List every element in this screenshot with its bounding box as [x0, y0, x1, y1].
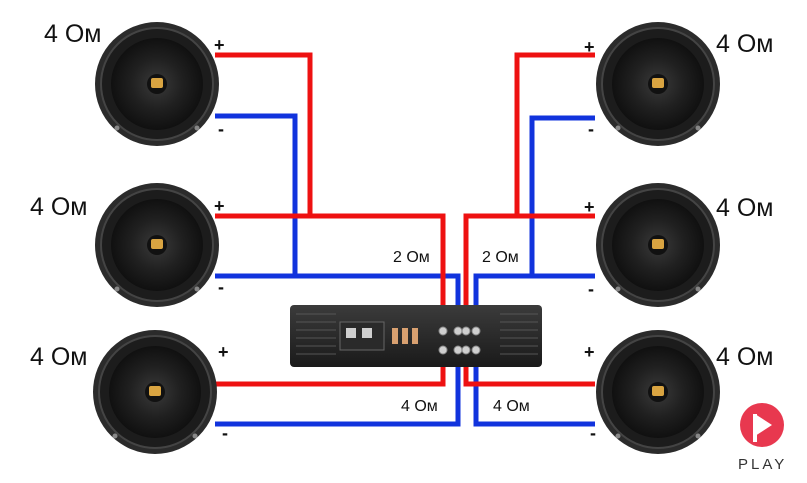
wire-neg-bottom-right — [473, 356, 595, 427]
speaker-impedance-top-left: 4 Ом — [44, 20, 102, 48]
wire-pos-top-left — [215, 52, 446, 345]
polarity-minus-mid-right: - — [588, 279, 594, 299]
left-parallel-impedance-label: 2 Ом — [393, 249, 430, 266]
polarity-plus-top-right: + — [584, 37, 595, 57]
polarity-plus-mid-left: + — [214, 196, 225, 216]
polarity-minus-bottom-right: - — [590, 423, 596, 443]
wire-neg-bottom-left — [215, 356, 461, 427]
logo-text: PLAY — [738, 456, 788, 473]
speaker-top-right — [596, 22, 720, 146]
right-single-impedance-label: 4 Ом — [493, 398, 530, 415]
speaker-mid-right — [596, 183, 720, 307]
negative-wires — [215, 113, 595, 427]
speaker-impedance-mid-left: 4 Ом — [30, 193, 88, 221]
polarity-plus-top-left: + — [214, 35, 225, 55]
speaker-impedance-top-right: 4 Ом — [716, 30, 774, 58]
polarity-minus-top-right: - — [588, 119, 594, 139]
polarity-plus-mid-right: + — [584, 197, 595, 217]
left-single-impedance-label: 4 Ом — [401, 398, 438, 415]
polarity-minus-mid-left: - — [218, 277, 224, 297]
speaker-impedance-bottom-right: 4 Ом — [716, 343, 774, 371]
speaker-mid-left — [95, 183, 219, 307]
polarity-plus-bottom-left: + — [218, 342, 229, 362]
speaker-impedance-bottom-left: 4 Ом — [30, 343, 88, 371]
polarity-plus-bottom-right: + — [584, 342, 595, 362]
speaker-bottom-right — [596, 330, 720, 454]
polarity-minus-top-left: - — [218, 119, 224, 139]
speaker-bottom-left — [93, 330, 217, 454]
speaker-impedance-mid-right: 4 Ом — [716, 194, 774, 222]
speaker-top-left — [95, 22, 219, 146]
polarity-minus-bottom-left: - — [222, 423, 228, 443]
amplifier — [290, 305, 542, 367]
right-parallel-impedance-label: 2 Ом — [482, 249, 519, 266]
play-logo-icon — [740, 403, 784, 447]
